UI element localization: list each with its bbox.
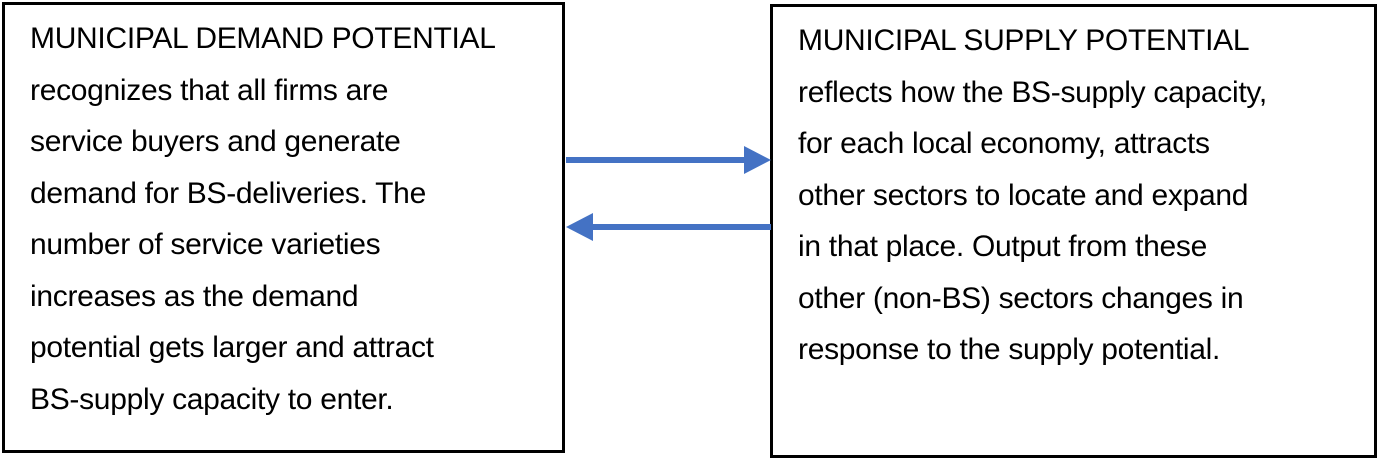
demand-box-line: demand for BS-deliveries. The [30, 176, 426, 210]
supply-box-line: response to the supply potential. [798, 333, 1221, 366]
arrow-left-icon [566, 213, 771, 241]
municipal-supply-potential-box: MUNICIPAL SUPPLY POTENTIAL reflects how … [770, 4, 1377, 458]
supply-box-line: reflects how the BS-supply capacity, [798, 75, 1267, 109]
demand-box-line: recognizes that all firms are [30, 73, 389, 107]
supply-box-line: for each local economy, attracts [798, 127, 1210, 160]
arrow-right-icon [566, 146, 771, 174]
supply-box-text: MUNICIPAL SUPPLY POTENTIAL reflects how … [773, 7, 1374, 376]
demand-box-line: BS-supply capacity to enter. [30, 382, 394, 416]
demand-box-line: service buyers and generate [30, 125, 401, 158]
municipal-demand-potential-box: MUNICIPAL DEMAND POTENTIAL recognizes th… [2, 2, 565, 453]
demand-box-line: MUNICIPAL DEMAND POTENTIAL [30, 22, 496, 55]
demand-box-line: number of service varieties [30, 228, 381, 261]
supply-box-line: other (non-BS) sectors changes in [798, 281, 1244, 315]
supply-box-line: other sectors to locate and expand [798, 178, 1249, 212]
demand-box-line: potential gets larger and attract [30, 331, 434, 364]
arrow-right-head [744, 146, 771, 174]
demand-box-line: increases as the demand [30, 279, 359, 313]
supply-box-line: MUNICIPAL SUPPLY POTENTIAL [798, 24, 1250, 57]
supply-box-line: in that place. Output from these [798, 230, 1207, 263]
demand-box-text: MUNICIPAL DEMAND POTENTIAL recognizes th… [5, 5, 562, 425]
arrow-left-head [566, 213, 593, 241]
